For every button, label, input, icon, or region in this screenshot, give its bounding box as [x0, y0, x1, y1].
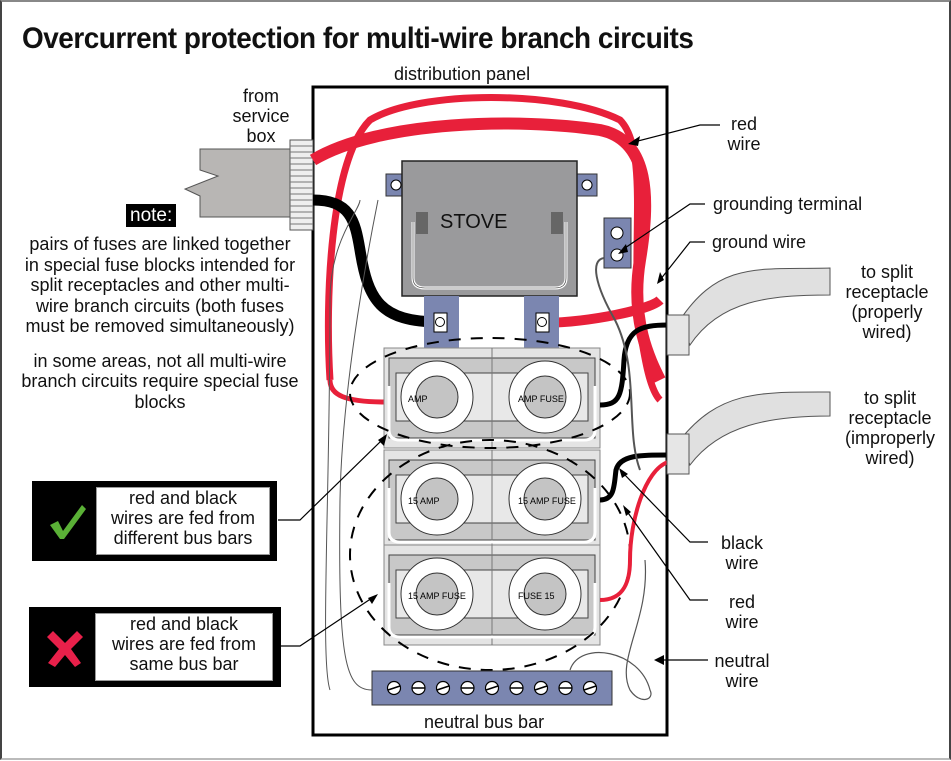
callout-correct-text: red and black wires are fed from differe…	[96, 487, 270, 555]
callout-line: red and black	[129, 614, 239, 634]
label-line: to split	[863, 388, 917, 408]
note-paragraph-1: pairs of fuses are linked together in sp…	[24, 234, 296, 336]
label-line: box	[246, 126, 276, 146]
label-to-split-properly: to split receptacle (properly wired)	[832, 262, 942, 342]
fuse-cap	[523, 375, 567, 419]
label-line: receptacle	[845, 282, 929, 302]
fuse-cap	[415, 572, 459, 616]
label-line: neutral	[714, 651, 770, 671]
label-stove: STOVE	[440, 211, 508, 233]
callout-line: red and black	[128, 488, 238, 508]
fuse-cap	[415, 477, 459, 521]
fuse-label: FUSE 15	[518, 591, 555, 601]
fuse-cap	[523, 572, 567, 616]
label-line: wire	[725, 671, 759, 691]
callout-line: same bus bar	[129, 654, 239, 674]
arrowheads	[368, 136, 664, 665]
label-line: service	[232, 106, 290, 126]
label-line: wire	[725, 612, 759, 632]
leader-lines	[278, 124, 720, 661]
fuse-blocks: AMP AMP FUSE 15 AMP 15 AMP FUSE 15 AMP FUSE F…	[383, 347, 601, 646]
label-line: to split	[860, 262, 914, 282]
note-body: pairs of fuses are linked together in sp…	[20, 234, 300, 426]
label-grounding-terminal: grounding terminal	[713, 194, 863, 214]
fuse-block-row: AMP AMP FUSE	[383, 347, 601, 449]
label-red-wire-top: red wire	[722, 114, 766, 154]
label-to-split-improperly: to split receptacle (improperly wired)	[835, 388, 945, 468]
callout-line: wires are fed from	[111, 634, 257, 654]
fuse-block-row: 15 AMP FUSE FUSE 15	[383, 544, 601, 646]
callout-correct: red and black wires are fed from differe…	[32, 481, 277, 561]
callout-line: different bus bars	[113, 528, 253, 548]
label-neutral-wire: neutral wire	[708, 651, 776, 691]
neutral-bus-bar	[371, 559, 652, 706]
label-line: wired)	[862, 322, 912, 342]
stove	[385, 160, 598, 348]
label-ground-wire: ground wire	[712, 232, 807, 252]
black-wire-feed	[312, 194, 441, 328]
label-line: wired)	[865, 448, 915, 468]
fuse-label: 15 AMP FUSE	[408, 591, 466, 601]
check-icon	[50, 505, 86, 539]
fuse-label: AMP FUSE	[518, 394, 564, 404]
fuse-label: 15 AMP	[408, 496, 440, 506]
label-neutral-bus-bar: neutral bus bar	[424, 712, 545, 732]
callout-incorrect-text: red and black wires are fed from same bu…	[95, 613, 273, 681]
label-line: (properly	[851, 302, 923, 322]
note-tag: note:	[126, 204, 177, 227]
label-line: (improperly	[844, 428, 936, 448]
label-from-service-box: from service box	[226, 86, 296, 146]
label-line: from	[243, 86, 279, 106]
label-line: wire	[727, 134, 761, 154]
cable-clamp	[289, 139, 314, 231]
label-line: red	[730, 114, 757, 134]
label-line: black	[720, 533, 764, 553]
cross-icon	[47, 631, 83, 667]
fuse-cap	[415, 375, 459, 419]
fuse-cap	[523, 477, 567, 521]
label-distribution-panel: distribution panel	[394, 64, 531, 84]
label-black-wire: black wire	[716, 533, 768, 573]
diagram-title: Overcurrent protection for multi-wire br…	[22, 22, 694, 55]
red-wire-stove	[544, 295, 664, 328]
cable-improperly-wired	[666, 391, 831, 475]
callout-line: wires are fed from	[110, 508, 256, 528]
label-line: red	[728, 592, 755, 612]
callout-incorrect: red and black wires are fed from same bu…	[29, 607, 281, 687]
fuse-block-row: 15 AMP 15 AMP FUSE	[383, 449, 601, 551]
fuse-label: 15 AMP FUSE	[518, 496, 576, 506]
fuse-label: AMP	[408, 394, 428, 404]
cable-properly-wired	[666, 267, 831, 356]
service-cable	[183, 139, 314, 231]
label-red-wire-bottom: red wire	[720, 592, 764, 632]
note-paragraph-2: in some areas, not all multi-wire branch…	[21, 350, 299, 412]
label-line: wire	[725, 553, 759, 573]
label-line: receptacle	[848, 408, 932, 428]
